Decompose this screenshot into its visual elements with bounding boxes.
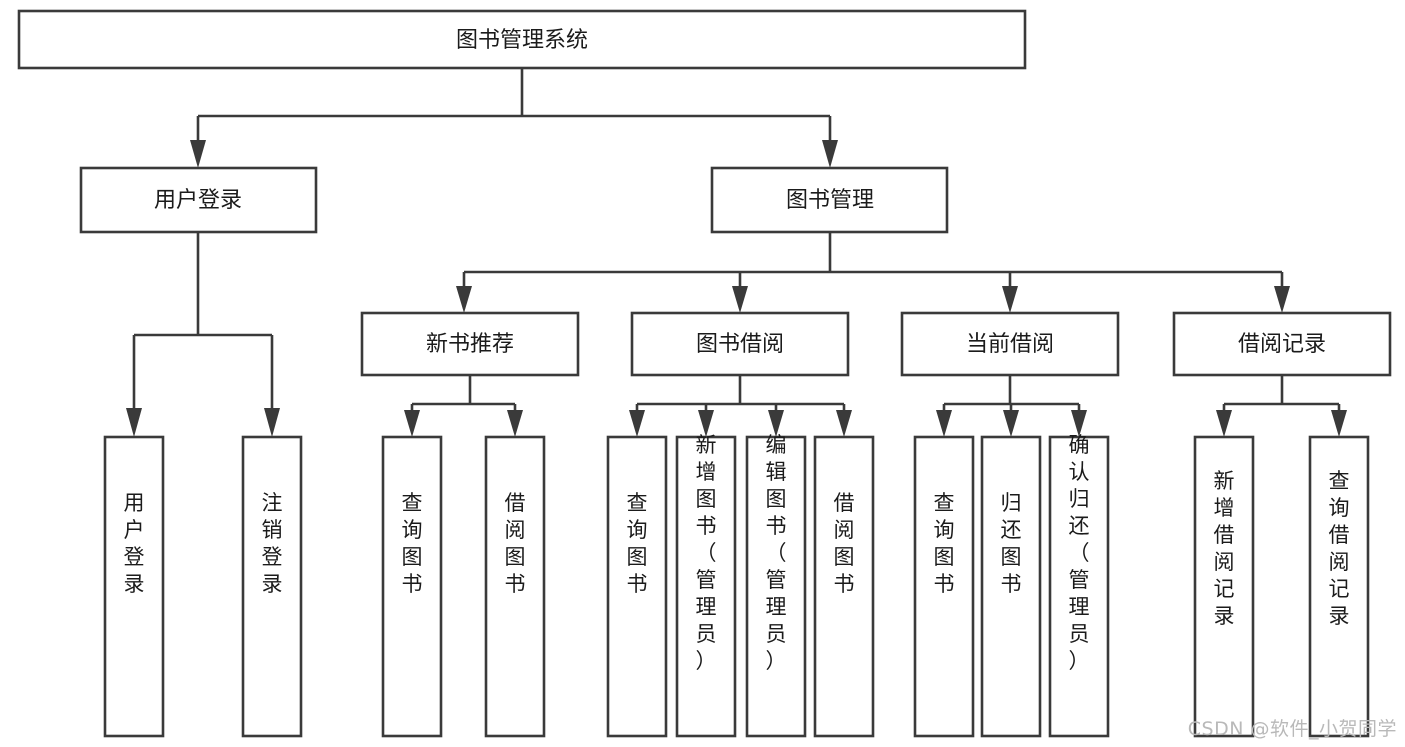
- leaf-nb-borrow-book[interactable]: 借阅图书: [484, 435, 546, 738]
- leaf-user-login-label: 用户登录: [124, 491, 145, 596]
- leaf-nb-query-book-box[interactable]: [381, 435, 443, 738]
- leaf-logout-label: 注销登录: [262, 491, 283, 596]
- leaf-cb-query-book[interactable]: 查询图书: [913, 435, 975, 738]
- arrow-head-book-mgmt: [822, 140, 838, 168]
- arrow-head-bb-leaf-4: [836, 410, 852, 437]
- node-current-borrow[interactable]: 当前借阅: [900, 311, 1120, 377]
- leaf-br-add-record-label: 新增借阅记录: [1214, 469, 1235, 628]
- arrow-head-cb-leaf-1: [936, 410, 952, 437]
- node-book-borrow-label: 图书借阅: [696, 332, 784, 357]
- leaf-bb-edit-book-label: 编辑图书（管理员）: [766, 433, 787, 673]
- node-root-label: 图书管理系统: [456, 28, 588, 53]
- leaf-br-query-record-label: 查询借阅记录: [1329, 469, 1350, 628]
- arrow-head-user-login: [190, 140, 206, 168]
- node-book-management-label: 图书管理: [786, 188, 874, 213]
- leaf-bb-borrow-book-box[interactable]: [813, 435, 875, 738]
- arrow-head-new-book: [456, 286, 472, 313]
- node-user-login-box[interactable]: [79, 166, 318, 234]
- leaf-cb-return-book[interactable]: 归还图书: [980, 435, 1042, 738]
- leaf-bb-add-book[interactable]: 新增图书（管理员）: [675, 433, 737, 738]
- node-borrow-record[interactable]: 借阅记录: [1172, 311, 1392, 377]
- arrow-head-bb-leaf-3: [768, 410, 784, 437]
- node-borrow-record-label: 借阅记录: [1238, 332, 1326, 357]
- leaf-cb-confirm-return-box[interactable]: [1048, 435, 1110, 738]
- node-root-box[interactable]: [17, 9, 1027, 70]
- leaf-br-query-record-box[interactable]: [1308, 435, 1370, 738]
- node-user-login[interactable]: 用户登录: [79, 166, 318, 234]
- arrow-head-nb-leaf-1: [404, 410, 420, 437]
- leaf-cb-return-book-label: 归还图书: [1001, 491, 1022, 596]
- leaf-nb-borrow-book-label: 借阅图书: [505, 491, 526, 596]
- node-book-management[interactable]: 图书管理: [710, 166, 949, 234]
- leaf-cb-confirm-return-label: 确认归还（管理员）: [1069, 433, 1090, 673]
- node-book-borrow[interactable]: 图书借阅: [630, 311, 850, 377]
- node-new-book-recommend-box[interactable]: [360, 311, 580, 377]
- leaf-user-login-box[interactable]: [103, 435, 165, 738]
- leaf-cb-query-book-box[interactable]: [913, 435, 975, 738]
- arrow-head-borrow-record: [1274, 286, 1290, 313]
- node-root[interactable]: 图书管理系统: [17, 9, 1027, 70]
- leaf-bb-query-book-label: 查询图书: [627, 491, 648, 596]
- arrow-head-br-leaf-2: [1331, 410, 1347, 437]
- leaf-br-query-record[interactable]: 查询借阅记录: [1308, 435, 1370, 738]
- arrow-head-leaf-logout: [264, 408, 280, 437]
- node-borrow-record-box[interactable]: [1172, 311, 1392, 377]
- leaf-nb-query-book[interactable]: 查询图书: [381, 435, 443, 738]
- arrow-head-br-leaf-1: [1216, 410, 1232, 437]
- leaf-bb-add-book-label: 新增图书（管理员）: [696, 433, 717, 673]
- leaf-nb-borrow-book-box[interactable]: [484, 435, 546, 738]
- node-current-borrow-label: 当前借阅: [966, 332, 1054, 357]
- arrow-head-cb-leaf-3: [1071, 410, 1087, 437]
- node-user-login-label: 用户登录: [154, 188, 242, 213]
- arrow-head-book-borrow: [732, 286, 748, 313]
- leaf-logout[interactable]: 注销登录: [241, 435, 303, 738]
- leaf-bb-borrow-book-label: 借阅图书: [834, 491, 855, 596]
- leaf-bb-add-book-box[interactable]: [675, 435, 737, 738]
- leaf-bb-borrow-book[interactable]: 借阅图书: [813, 435, 875, 738]
- node-book-management-box[interactable]: [710, 166, 949, 234]
- edges-layer: [126, 68, 1347, 437]
- node-new-book-recommend-label: 新书推荐: [426, 332, 514, 357]
- leaf-bb-edit-book[interactable]: 编辑图书（管理员）: [745, 433, 807, 738]
- arrow-head-cb-leaf-2: [1003, 410, 1019, 437]
- leaf-bb-edit-book-box[interactable]: [745, 435, 807, 738]
- leaf-cb-return-book-box[interactable]: [980, 435, 1042, 738]
- leaf-br-add-record[interactable]: 新增借阅记录: [1193, 435, 1255, 738]
- node-new-book-recommend[interactable]: 新书推荐: [360, 311, 580, 377]
- leaf-user-login[interactable]: 用户登录: [103, 435, 165, 738]
- arrow-head-leaf-user-login: [126, 408, 142, 437]
- node-current-borrow-box[interactable]: [900, 311, 1120, 377]
- node-book-borrow-box[interactable]: [630, 311, 850, 377]
- leaf-cb-confirm-return[interactable]: 确认归还（管理员）: [1048, 433, 1110, 738]
- leaf-cb-query-book-label: 查询图书: [934, 491, 955, 596]
- arrow-head-bb-leaf-2: [698, 410, 714, 437]
- leaf-logout-box[interactable]: [241, 435, 303, 738]
- leaf-bb-query-book[interactable]: 查询图书: [606, 435, 668, 738]
- leaf-br-add-record-box[interactable]: [1193, 435, 1255, 738]
- arrow-head-nb-leaf-2: [507, 410, 523, 437]
- leaf-nb-query-book-label: 查询图书: [402, 491, 423, 596]
- leaf-bb-query-book-box[interactable]: [606, 435, 668, 738]
- arrow-head-current-borrow: [1002, 286, 1018, 313]
- arrow-head-bb-leaf-1: [629, 410, 645, 437]
